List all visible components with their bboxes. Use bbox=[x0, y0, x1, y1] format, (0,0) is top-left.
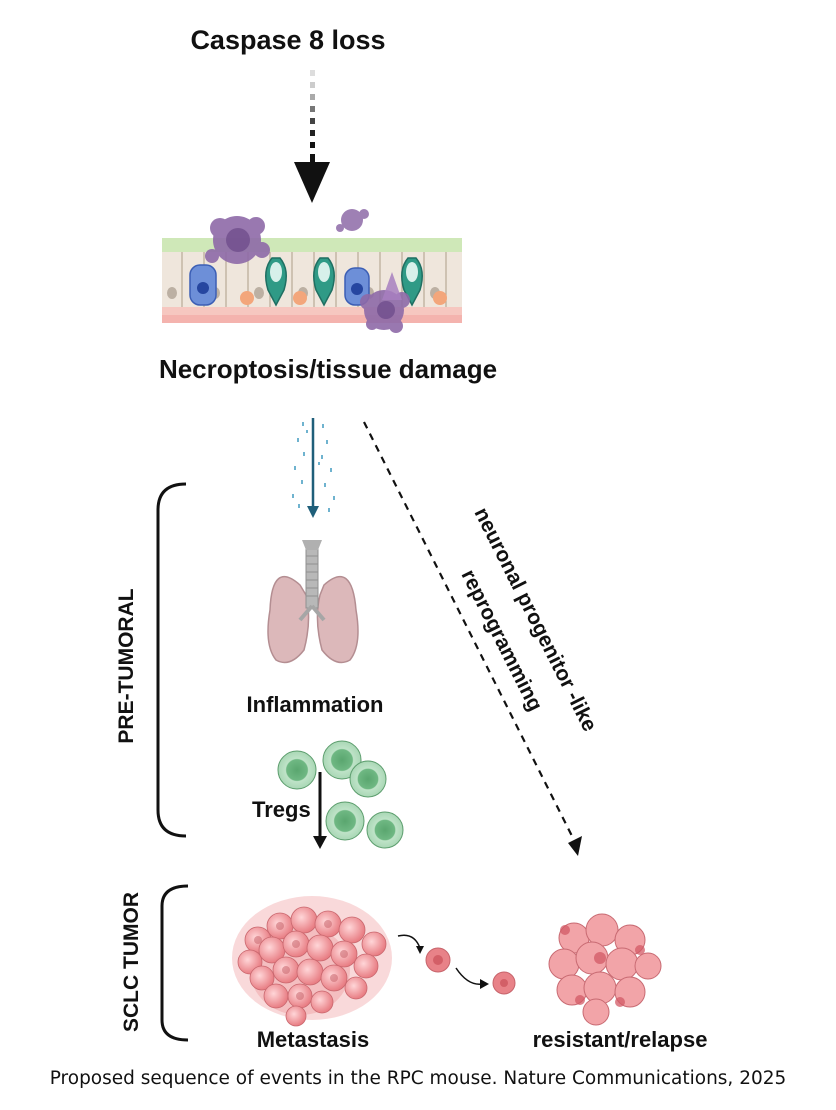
metastasis-label: Metastasis bbox=[257, 1027, 370, 1052]
metastatic-cells-icon bbox=[397, 934, 516, 995]
lung-icon bbox=[267, 540, 359, 664]
dotted-arrow-icon bbox=[294, 70, 330, 203]
tumor-mass-icon bbox=[232, 896, 392, 1027]
resistant-relapse-label: resistant/relapse bbox=[533, 1027, 708, 1052]
necroptosis-label: Necroptosis/tissue damage bbox=[159, 354, 497, 384]
sclc-tumor-label: SCLC TUMOR bbox=[120, 892, 143, 1032]
cytokine-arrow-icon bbox=[292, 418, 335, 518]
treg-cells-icon bbox=[277, 740, 404, 849]
treg-arrow-icon bbox=[313, 772, 327, 849]
pre-tumoral-bracket bbox=[156, 482, 187, 838]
epithelium-icon bbox=[162, 209, 462, 333]
inflammation-label: Inflammation bbox=[247, 692, 384, 717]
sclc-tumor-bracket bbox=[160, 884, 189, 1042]
relapse-tumor-icon bbox=[548, 913, 662, 1026]
caspase-label: Caspase 8 loss bbox=[190, 25, 385, 55]
tregs-label: Tregs bbox=[252, 797, 311, 822]
reprogramming-arrow-icon bbox=[363, 421, 582, 856]
figure-caption: Proposed sequence of events in the RPC m… bbox=[49, 1068, 787, 1089]
pre-tumoral-label: PRE-TUMORAL bbox=[115, 588, 138, 743]
